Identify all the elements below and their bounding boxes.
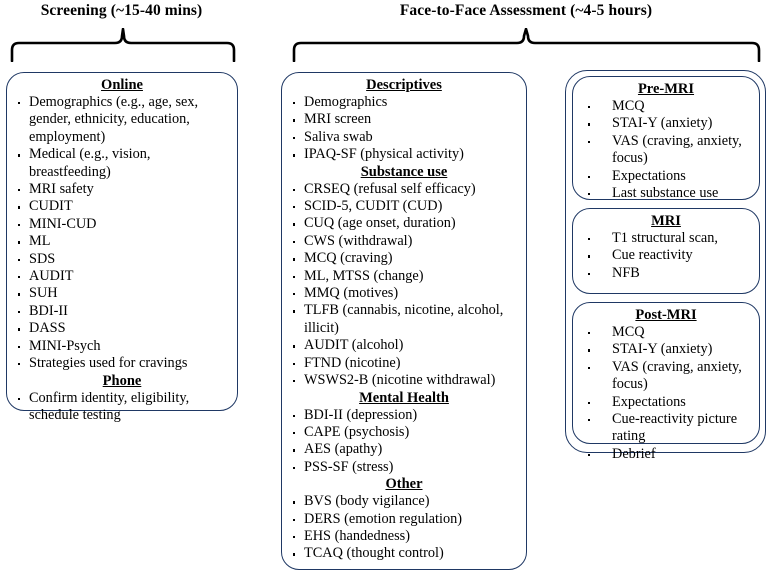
list-item: ML, MTSS (change) [289, 268, 519, 285]
list-item: Expectations [580, 394, 752, 411]
post-mri-box: Post-MRI MCQ STAI-Y (anxiety) VAS (cravi… [572, 302, 760, 462]
list-item: MINI-CUD [14, 216, 230, 233]
list-item: IPAQ-SF (physical activity) [289, 146, 519, 163]
screening-box: Online Demographics (e.g., age, sex, gen… [6, 72, 238, 423]
group-heading-online: Online [101, 77, 143, 93]
list-item: TLFB (cannabis, nicotine, alcohol, illic… [289, 302, 519, 337]
list-item: BVS (body vigilance) [289, 493, 519, 510]
screening-group-phone: Phone Confirm identity, eligibility, sch… [14, 373, 230, 425]
list-item: MCQ [580, 324, 752, 341]
list-item: Demographics (e.g., age, sex, gender, et… [14, 94, 230, 146]
list-item: VAS (craving, anxiety, focus) [580, 359, 752, 394]
list-item: ML [14, 233, 230, 250]
list-item: CUDIT [14, 198, 230, 215]
list-item: Strategies used for cravings [14, 355, 230, 372]
list-item: Debrief [580, 446, 752, 463]
brace-screening [4, 28, 244, 62]
pre-mri-box: Pre-MRI MCQ STAI-Y (anxiety) VAS (cravin… [572, 76, 760, 202]
list-item: Demographics [289, 94, 519, 111]
list-item: MRI screen [289, 111, 519, 128]
assessment-box: Descriptives Demographics MRI screen Sal… [281, 72, 527, 570]
list-item: WSWS2-B (nicotine withdrawal) [289, 372, 519, 389]
assessment-substance-use-list: CRSEQ (refusal self efficacy) SCID-5, CU… [289, 181, 519, 390]
list-item: T1 structural scan, [580, 230, 752, 247]
group-heading-mental-health: Mental Health [359, 389, 449, 406]
section-title-face-to-face: Face-to-Face Assessment (~4-5 hours) [399, 2, 653, 19]
list-item: Confirm identity, eligibility, schedule … [14, 390, 230, 425]
list-item: AUDIT [14, 268, 230, 285]
screening-phone-list: Confirm identity, eligibility, schedule … [14, 390, 230, 425]
list-item: Medical (e.g., vision, breastfeeding) [14, 146, 230, 181]
list-item: NFB [580, 265, 752, 282]
list-item: SCID-5, CUDIT (CUD) [289, 198, 519, 215]
list-item: VAS (craving, anxiety, focus) [580, 133, 752, 168]
list-item: SDS [14, 251, 230, 268]
group-heading-substance-use: Substance use [360, 163, 448, 180]
group-heading-pre-mri: Pre-MRI [637, 81, 695, 97]
assessment-mental-health-list: BDI-II (depression) CAPE (psychosis) AES… [289, 407, 519, 477]
list-item: Cue-reactivity picture rating [580, 411, 752, 446]
list-item: Last substance use [580, 185, 752, 202]
list-item: PSS-SF (stress) [289, 459, 519, 476]
section-title-screening: Screening (~15-40 mins) [40, 2, 203, 19]
list-item: MCQ [580, 98, 752, 115]
list-item: MCQ (craving) [289, 250, 519, 267]
mri-box: MRI T1 structural scan, Cue reactivity N… [572, 208, 760, 294]
brace-face-to-face [286, 28, 770, 62]
list-item: TCAQ (thought control) [289, 545, 519, 562]
list-item: BDI-II (depression) [289, 407, 519, 424]
group-heading-other: Other [385, 476, 423, 493]
group-heading-mri: MRI [651, 213, 681, 229]
list-item: FTND (nicotine) [289, 355, 519, 372]
assessment-other-list: BVS (body vigilance) DERS (emotion regul… [289, 493, 519, 563]
pre-mri-list: MCQ STAI-Y (anxiety) VAS (craving, anxie… [580, 98, 752, 202]
list-item: BDI-II [14, 303, 230, 320]
post-mri-list: MCQ STAI-Y (anxiety) VAS (craving, anxie… [580, 324, 752, 463]
group-heading-post-mri: Post-MRI [635, 307, 697, 323]
list-item: DASS [14, 320, 230, 337]
list-item: CUQ (age onset, duration) [289, 215, 519, 232]
list-item: CWS (withdrawal) [289, 233, 519, 250]
group-heading-phone: Phone [102, 372, 142, 389]
list-item: Cue reactivity [580, 247, 752, 264]
list-item: CAPE (psychosis) [289, 424, 519, 441]
list-item: EHS (handedness) [289, 528, 519, 545]
list-item: CRSEQ (refusal self efficacy) [289, 181, 519, 198]
screening-group-online: Online Demographics (e.g., age, sex, gen… [14, 77, 230, 373]
screening-online-list: Demographics (e.g., age, sex, gender, et… [14, 94, 230, 373]
list-item: Saliva swab [289, 129, 519, 146]
assessment-descriptives-list: Demographics MRI screen Saliva swab IPAQ… [289, 94, 519, 164]
assessment-group-other: Other BVS (body vigilance) DERS (emotion… [289, 476, 519, 563]
list-item: Expectations [580, 168, 752, 185]
group-heading-descriptives: Descriptives [366, 77, 442, 93]
list-item: DERS (emotion regulation) [289, 511, 519, 528]
assessment-group-descriptives: Descriptives Demographics MRI screen Sal… [289, 77, 519, 164]
list-item: AUDIT (alcohol) [289, 337, 519, 354]
list-item: STAI-Y (anxiety) [580, 341, 752, 358]
list-item: STAI-Y (anxiety) [580, 115, 752, 132]
assessment-group-substance-use: Substance use CRSEQ (refusal self effica… [289, 164, 519, 390]
list-item: MRI safety [14, 181, 230, 198]
list-item: SUH [14, 285, 230, 302]
list-item: AES (apathy) [289, 441, 519, 458]
list-item: MINI-Psych [14, 338, 230, 355]
list-item: MMQ (motives) [289, 285, 519, 302]
mri-list: T1 structural scan, Cue reactivity NFB [580, 230, 752, 282]
assessment-group-mental-health: Mental Health BDI-II (depression) CAPE (… [289, 390, 519, 477]
